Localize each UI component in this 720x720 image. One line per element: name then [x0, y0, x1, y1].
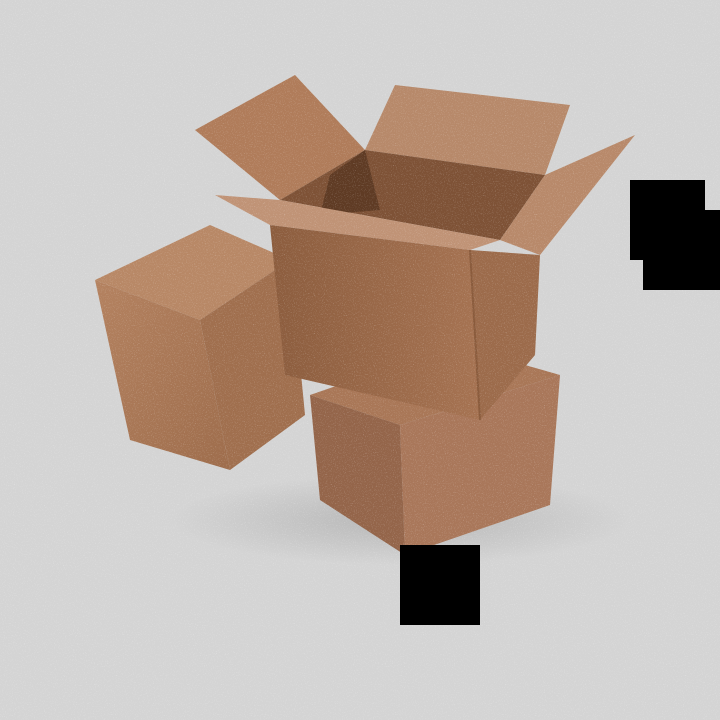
- occlusion-patch-bottom: [400, 545, 480, 625]
- occlusion-patch-right: [630, 180, 720, 290]
- occlusion-patches: [400, 180, 720, 625]
